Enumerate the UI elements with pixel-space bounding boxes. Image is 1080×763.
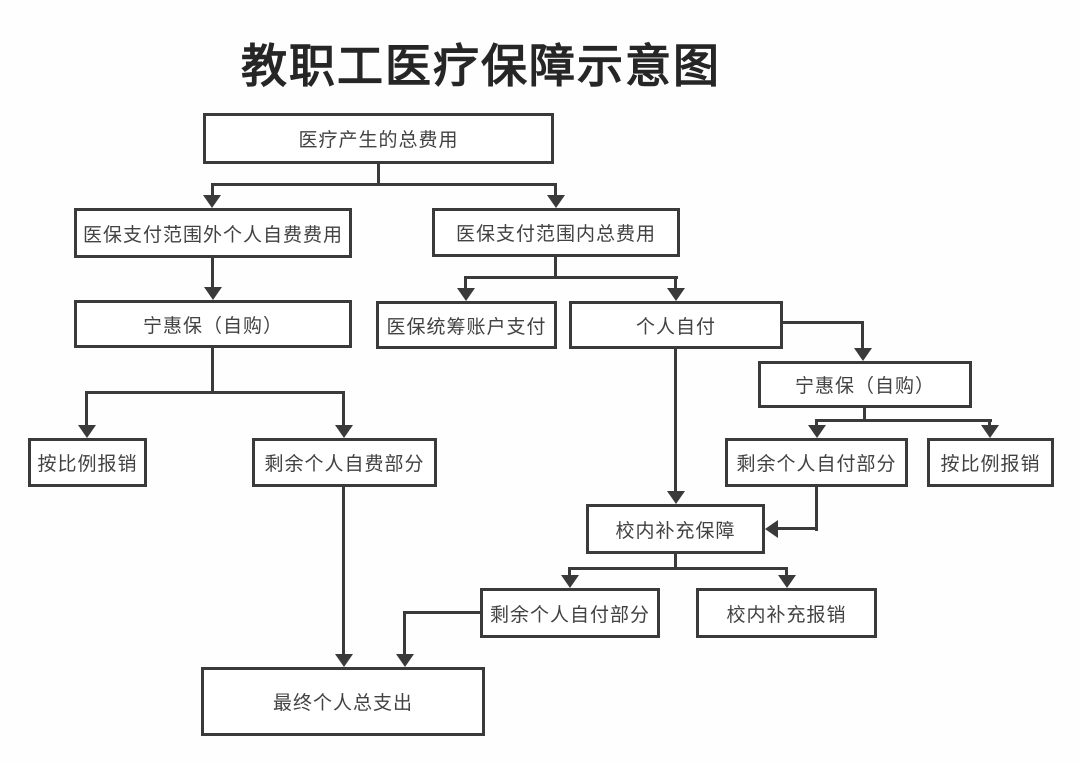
arrow-down-icon [854,348,872,361]
node-personal-self-pay: 个人自付 [569,301,783,349]
connector-line [464,276,678,279]
node-inside-scope-total: 医保支付范围内总费用 [432,208,680,257]
connector-line [211,258,214,289]
connector-line [211,183,214,197]
connector-line [464,276,467,290]
connector-line [861,321,864,350]
connector-line [568,567,788,570]
arrow-down-icon [396,654,414,667]
node-proportional-reimburse-right: 按比例报销 [927,438,1054,487]
connector-line [85,391,345,394]
connector-line [85,391,88,427]
arrow-down-icon [457,288,475,301]
arrow-down-icon [561,575,579,588]
arrow-down-icon [204,287,222,300]
arrow-down-icon [78,425,96,438]
connector-line [815,419,992,422]
node-campus-supplement: 校内补充保障 [586,504,765,554]
node-remaining-self-pay-lower: 剩余个人自付部分 [480,588,660,638]
connector-line [674,276,677,290]
connector-line [988,419,991,427]
connector-line [778,527,818,530]
arrow-down-icon [547,195,565,208]
connector-line [815,419,818,427]
arrow-down-icon [203,195,221,208]
connector-line [815,487,818,531]
connector-line [403,611,406,656]
node-proportional-reimburse-left: 按比例报销 [28,438,147,487]
connector-line [863,408,866,422]
node-remaining-self-fee: 剩余个人自费部分 [252,438,437,487]
node-ninghuibao-right: 宁惠保（自购） [758,361,972,408]
node-remaining-self-pay-upper: 剩余个人自付部分 [725,438,908,487]
connector-line [568,567,571,575]
connector-line [342,391,345,427]
node-outside-scope-self-fee: 医保支付范围外个人自费费用 [74,208,352,258]
arrow-left-icon [765,520,778,538]
arrow-down-icon [335,425,353,438]
connector-line [554,257,557,279]
connector-line [342,487,345,656]
connector-line [674,349,677,493]
arrow-down-icon [808,425,826,438]
connector-line [783,321,864,324]
connector-line [785,567,788,575]
node-campus-supplement-reimburse: 校内补充报销 [696,588,877,638]
arrow-down-icon [667,491,685,504]
arrow-down-icon [335,654,353,667]
connector-line [554,183,557,197]
arrow-down-icon [981,425,999,438]
diagram-title: 教职工医疗保障示意图 [241,40,721,92]
node-ninghuibao-left: 宁惠保（自购） [74,300,352,348]
node-pooled-account-pay: 医保统筹账户支付 [376,301,557,349]
arrow-down-icon [778,575,796,588]
node-final-personal-total: 最终个人总支出 [201,667,485,736]
connector-line [674,554,677,570]
connector-line [211,348,214,394]
connector-line [211,183,557,186]
connector-line [377,164,380,185]
arrow-down-icon [667,288,685,301]
connector-line [403,611,480,614]
node-total-medical-cost: 医疗产生的总费用 [203,113,554,164]
